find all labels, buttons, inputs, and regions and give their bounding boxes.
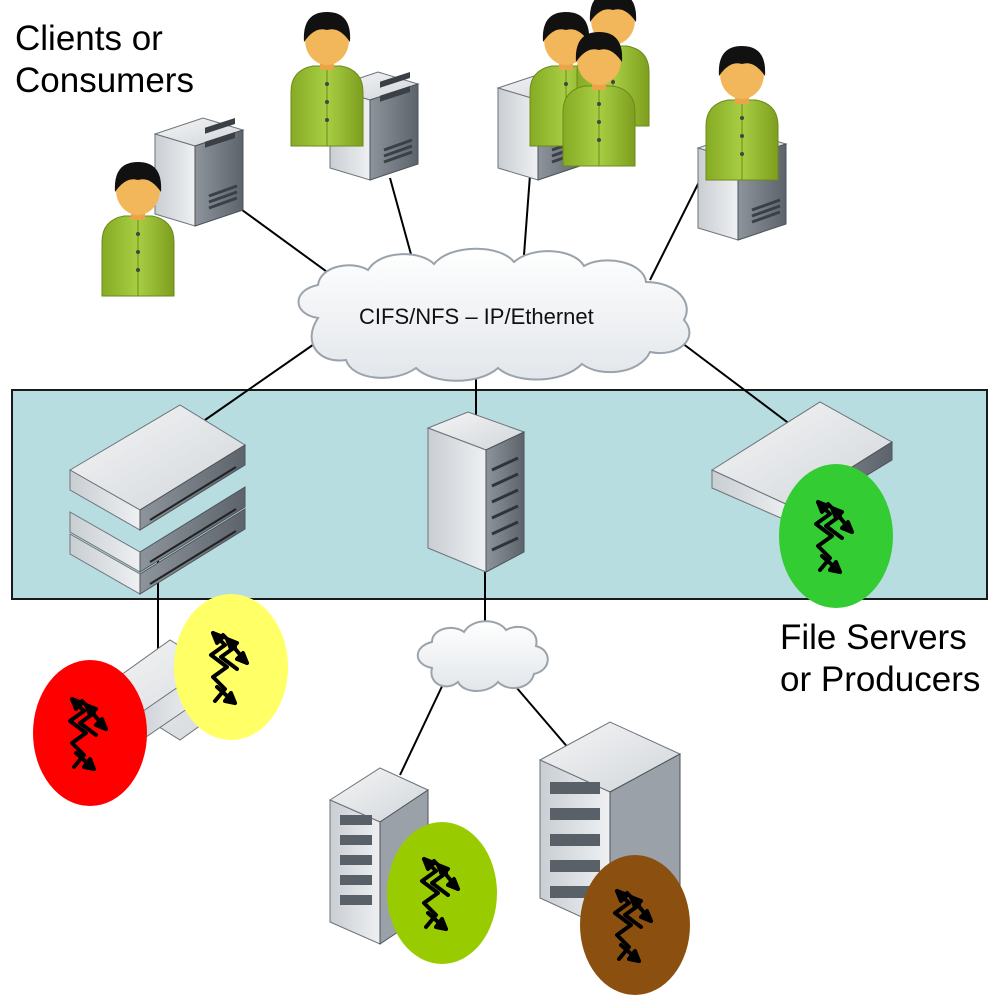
servers-label: File Servers or Producers [780, 617, 980, 701]
rack-server-stack-icon [69, 404, 246, 595]
file-share-badge-icon [387, 822, 497, 964]
file-share-badge-icon [779, 464, 893, 608]
clients-label-line1: Clients or [15, 19, 163, 58]
person-icon [290, 11, 364, 147]
person-icon [705, 45, 779, 181]
file-share-badge-icon [174, 594, 288, 740]
file-share-badge-icon [580, 855, 690, 995]
tower-server-icon [426, 411, 526, 573]
clients-label: Clients or Consumers [15, 18, 194, 102]
cifs-nfs-cloud-icon [297, 247, 691, 382]
cloud-label: CIFS/NFS – IP/Ethernet [359, 304, 594, 329]
client-computer-icon [153, 116, 245, 228]
servers-label-line2: or Producers [780, 660, 981, 699]
file-share-badge-icon [33, 660, 147, 806]
servers-label-line1: File Servers [780, 618, 967, 657]
clients-label-line2: Consumers [15, 61, 194, 100]
storage-network-cloud-icon [416, 620, 549, 692]
